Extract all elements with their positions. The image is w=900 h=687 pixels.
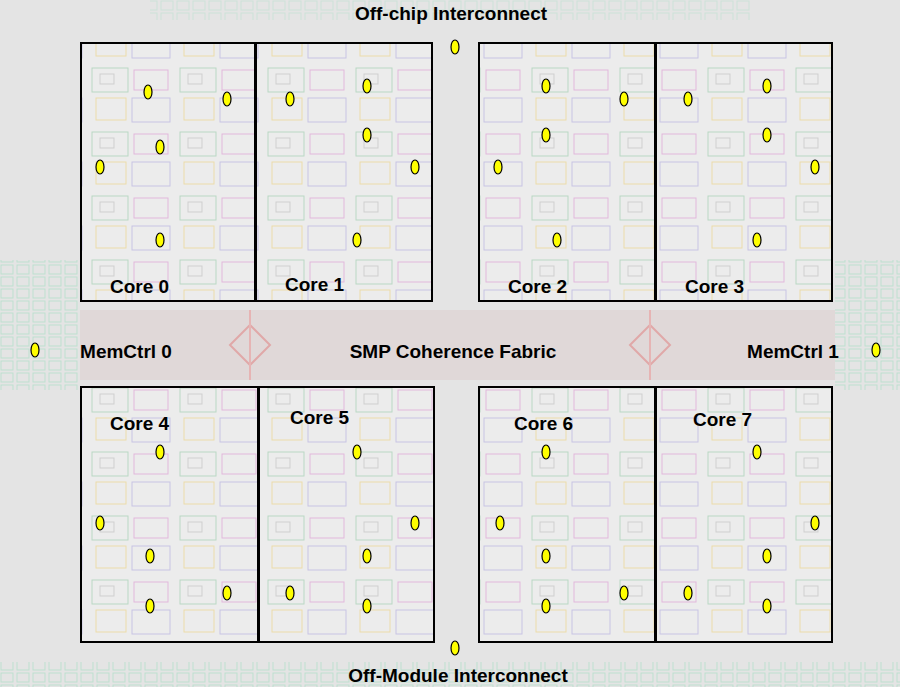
core-box: Core 0: [80, 42, 256, 302]
region-label: MemCtrl 1: [747, 342, 839, 361]
core-box: Core 1: [255, 42, 433, 302]
core-label: Core 5: [290, 408, 349, 427]
core-label: Core 1: [285, 275, 344, 294]
core-box: Core 5: [258, 386, 435, 643]
core-label: Core 2: [508, 277, 567, 296]
core-box: Core 4: [80, 386, 259, 643]
core-box: Core 7: [655, 386, 833, 643]
region-label: Off-chip Interconnect: [355, 4, 547, 23]
core-label: Core 7: [693, 410, 752, 429]
region-label: Off-Module Interconnect: [348, 666, 568, 685]
probe-dot: [31, 40, 880, 655]
core-label: Core 0: [110, 277, 169, 296]
core-box: Core 6: [478, 386, 656, 643]
core-label: Core 6: [514, 414, 573, 433]
region-label: SMP Coherence Fabric: [350, 342, 557, 361]
core-label: Core 3: [685, 277, 744, 296]
region-label: MemCtrl 0: [80, 342, 172, 361]
core-box: Core 2: [478, 42, 656, 302]
core-label: Core 4: [110, 414, 169, 433]
core-box: Core 3: [655, 42, 833, 302]
